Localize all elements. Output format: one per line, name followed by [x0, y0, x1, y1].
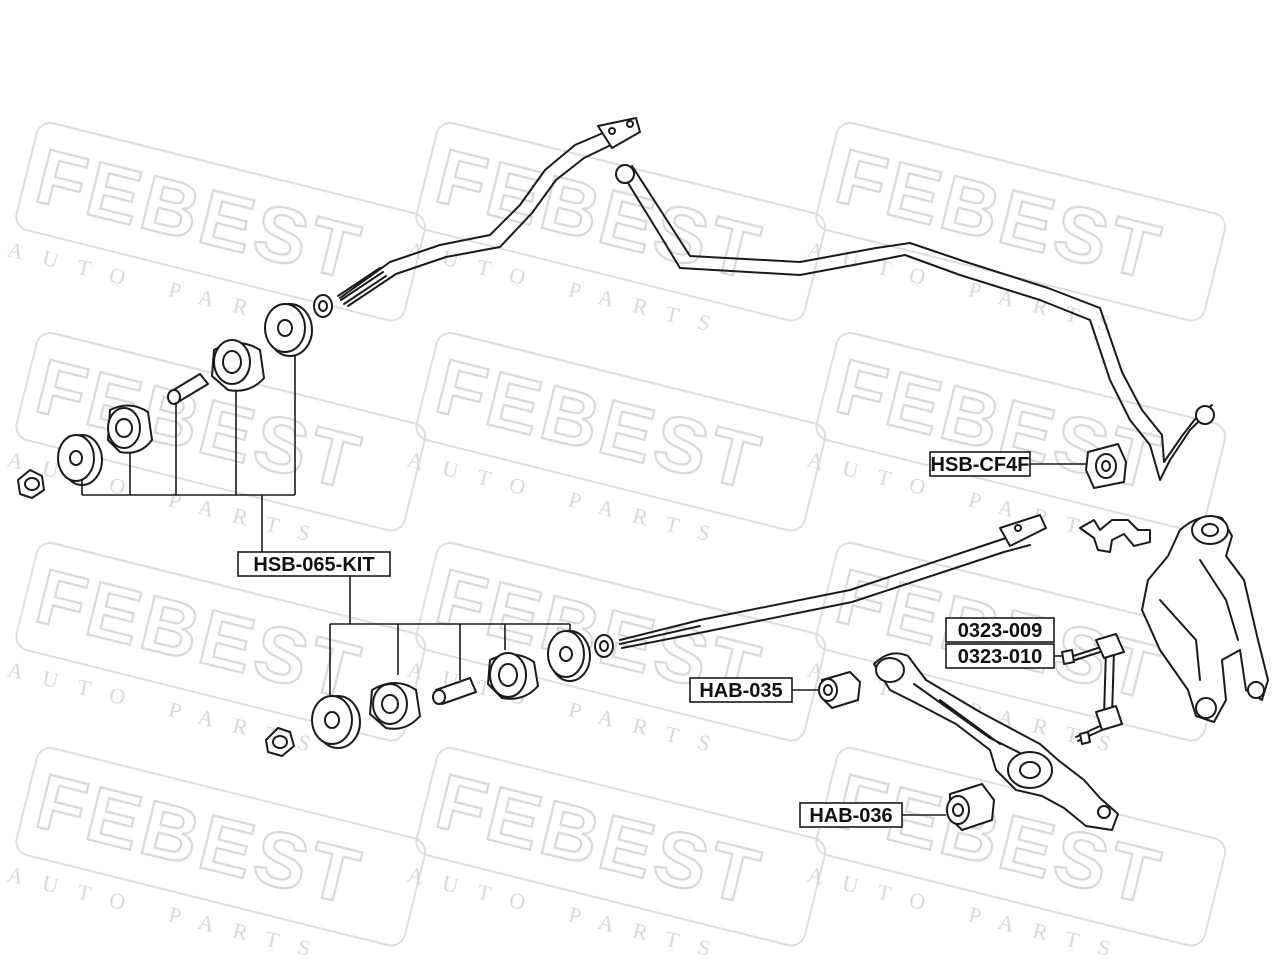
label-hab-035: HAB-035 — [689, 677, 818, 703]
upper-bushing-1 — [107, 404, 153, 454]
hab-036-bushing-part — [946, 783, 995, 831]
label-0323-009: 0323-009 — [945, 617, 1055, 643]
label-hsb-065-kit-text: HSB-065-KIT — [253, 554, 374, 576]
upper-sleeve — [167, 373, 209, 405]
lower-bushing-1 — [369, 682, 421, 730]
upper-washer-2 — [264, 303, 313, 357]
label-hab-035-text: HAB-035 — [699, 680, 782, 702]
lower-kit-parts — [265, 630, 614, 757]
watermark-1: FEBEST AUTO PARTS — [5, 121, 427, 341]
label-hab-036-text: HAB-036 — [809, 805, 892, 827]
hab-035-bushing-part — [818, 671, 861, 709]
lower-bushing-2 — [487, 652, 539, 700]
watermark-layer: FEBEST AUTO PARTS FEBEST AUTO PARTS FEBE… — [5, 121, 1227, 960]
label-0323-010-text: 0323-010 — [958, 646, 1043, 668]
watermark-3: FEBEST AUTO PARTS — [805, 121, 1227, 341]
upper-washer-1 — [57, 434, 103, 486]
upper-bushing-2 — [211, 339, 265, 392]
lower-washer-2 — [547, 630, 591, 682]
lower-washer-1 — [311, 695, 361, 749]
upper-nut — [17, 469, 45, 499]
label-hab-036: HAB-036 — [799, 802, 946, 828]
lower-control-arm — [873, 652, 1119, 831]
label-hsb-cf4f-text: HSB-CF4F — [931, 454, 1030, 476]
lower-nut — [265, 727, 295, 757]
label-hsb-065-kit: HSB-065-KIT — [237, 551, 391, 577]
watermark-8: FEBEST AUTO PARTS — [405, 541, 827, 761]
lower-kit-leader — [329, 576, 571, 705]
upper-strut-rod — [337, 117, 641, 307]
lower-strut-rod — [619, 514, 1047, 649]
stabilizer-link — [1061, 633, 1125, 745]
stabilizer-bushing-part — [1085, 443, 1127, 489]
label-0323-009-text: 0323-009 — [958, 620, 1043, 642]
watermark-5: FEBEST AUTO PARTS — [405, 331, 827, 551]
steering-knuckle — [1141, 515, 1269, 723]
stabilizer-bar — [615, 164, 1215, 481]
stabilizer-bracket — [1079, 519, 1151, 553]
upper-small-washer — [313, 294, 333, 318]
watermark-11: FEBEST AUTO PARTS — [405, 746, 827, 960]
label-hsb-cf4f: HSB-CF4F — [929, 451, 1086, 477]
lower-sleeve — [432, 677, 477, 705]
upper-kit-leader — [81, 356, 296, 552]
watermark-10: FEBEST AUTO PARTS — [5, 746, 427, 960]
label-0323-010: 0323-010 — [945, 643, 1062, 669]
lower-small-washer — [594, 634, 614, 658]
upper-kit-parts — [17, 294, 333, 499]
